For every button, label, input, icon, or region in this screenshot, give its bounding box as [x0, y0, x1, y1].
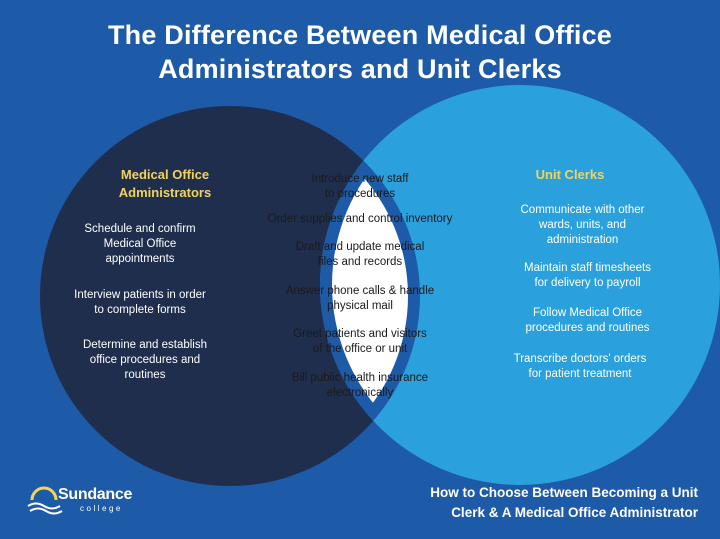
middle-item-1: Introduce new staff to procedures	[311, 173, 409, 200]
right-item-1: Communicate with other wards, units, and…	[520, 204, 645, 246]
left-item-1: Schedule and confirm Medical Office appo…	[84, 223, 196, 265]
left-item-3: Determine and establish office procedure…	[82, 339, 207, 381]
right-heading: Unit Clerks	[535, 167, 605, 182]
title-line-1: The Difference Between Medical Office	[107, 20, 613, 50]
sun-wave-icon	[27, 486, 63, 515]
title-line-2: Administrators and Unit Clerks	[158, 54, 562, 84]
middle-item-5: Greet patients and visitors of the offic…	[293, 328, 427, 355]
logo-name: Sundance	[58, 486, 133, 503]
sundance-logo: Sundance college	[26, 480, 156, 520]
middle-item-3: Draft and update medical files and recor…	[295, 241, 425, 268]
right-item-2: Maintain staff timesheets for delivery t…	[524, 262, 651, 289]
middle-item-4: Answer phone calls & handle physical mai…	[285, 285, 435, 312]
left-circle	[40, 106, 420, 486]
right-circle	[320, 85, 720, 485]
middle-item-2: Order supplies and control inventory	[267, 213, 453, 225]
logo-subtitle: college	[80, 504, 123, 513]
page-title: The Difference Between Medical Office Ad…	[0, 18, 720, 86]
right-item-3: Follow Medical Office procedures and rou…	[525, 307, 650, 334]
middle-item-6: Bill public health insurance electronica…	[291, 372, 429, 399]
footer-caption: How to Choose Between Becoming a Unit Cl…	[430, 485, 698, 520]
right-item-4: Transcribe doctors' orders for patient t…	[513, 353, 647, 380]
left-heading: Medical Office Administrators	[118, 167, 212, 200]
left-item-2: Interview patients in order to complete …	[74, 289, 206, 316]
